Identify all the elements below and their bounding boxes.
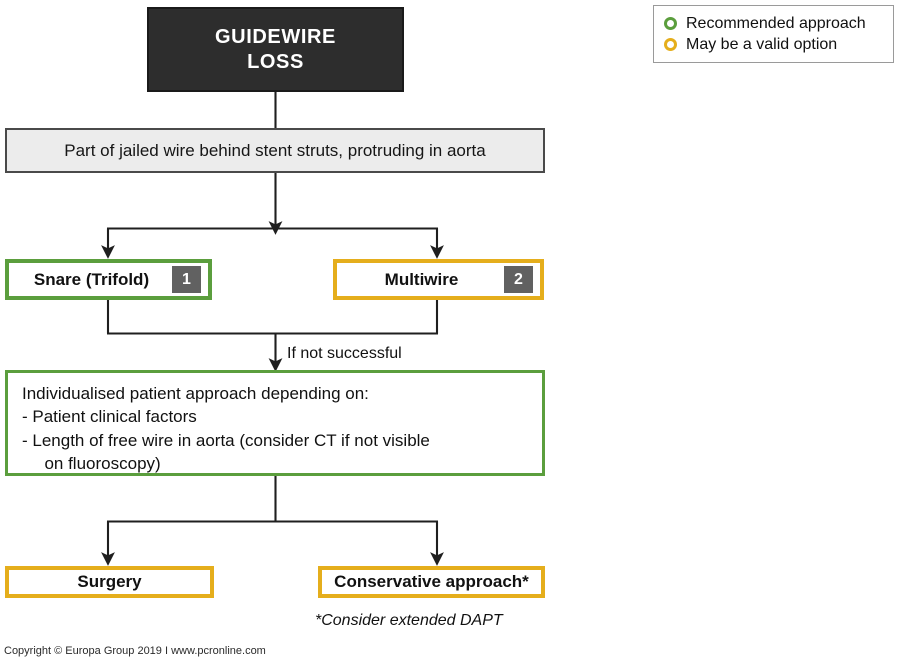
legend-item-recommended: Recommended approach (664, 13, 885, 34)
green-ring-icon (664, 17, 677, 30)
node-multiwire-label: Multiwire (384, 269, 459, 289)
node-multiwire-badge: 2 (504, 266, 533, 293)
node-snare-trifold-badge: 1 (172, 266, 201, 293)
node-surgery-label: Surgery (77, 572, 142, 591)
node-scenario: Part of jailed wire behind stent struts,… (5, 128, 545, 173)
node-multiwire[interactable]: Multiwire 2 (333, 259, 544, 300)
legend-item-valid-option: May be a valid option (664, 34, 885, 55)
node-surgery[interactable]: Surgery (5, 566, 214, 598)
copyright-notice: Copyright © Europa Group 2019 I www.pcro… (4, 645, 266, 657)
node-guidewire-loss-line2: LOSS (247, 50, 304, 73)
amber-ring-icon (664, 38, 677, 51)
node-snare-trifold[interactable]: Snare (Trifold) 1 (5, 259, 212, 300)
node-individualised-item-2: - Length of free wire in aorta (consider… (22, 430, 430, 473)
node-individualised-item-1: - Patient clinical factors (22, 407, 197, 427)
node-conservative-approach[interactable]: Conservative approach* (318, 566, 545, 598)
node-individualised-heading: Individualised patient approach dependin… (22, 384, 369, 403)
legend: Recommended approach May be a valid opti… (653, 5, 894, 63)
node-conservative-approach-label: Conservative approach* (334, 572, 529, 591)
node-individualised-approach: Individualised patient approach dependin… (5, 370, 545, 476)
node-guidewire-loss: GUIDEWIRE LOSS (147, 7, 404, 92)
node-snare-trifold-label: Snare (Trifold) (33, 269, 150, 289)
node-guidewire-loss-line1: GUIDEWIRE (215, 26, 336, 49)
legend-item-recommended-label: Recommended approach (686, 14, 866, 32)
footnote-dapt: *Consider extended DAPT (315, 612, 503, 629)
legend-item-valid-option-label: May be a valid option (686, 35, 838, 53)
node-scenario-label: Part of jailed wire behind stent struts,… (64, 140, 486, 160)
edge-label-if-not-successful: If not successful (287, 345, 402, 362)
